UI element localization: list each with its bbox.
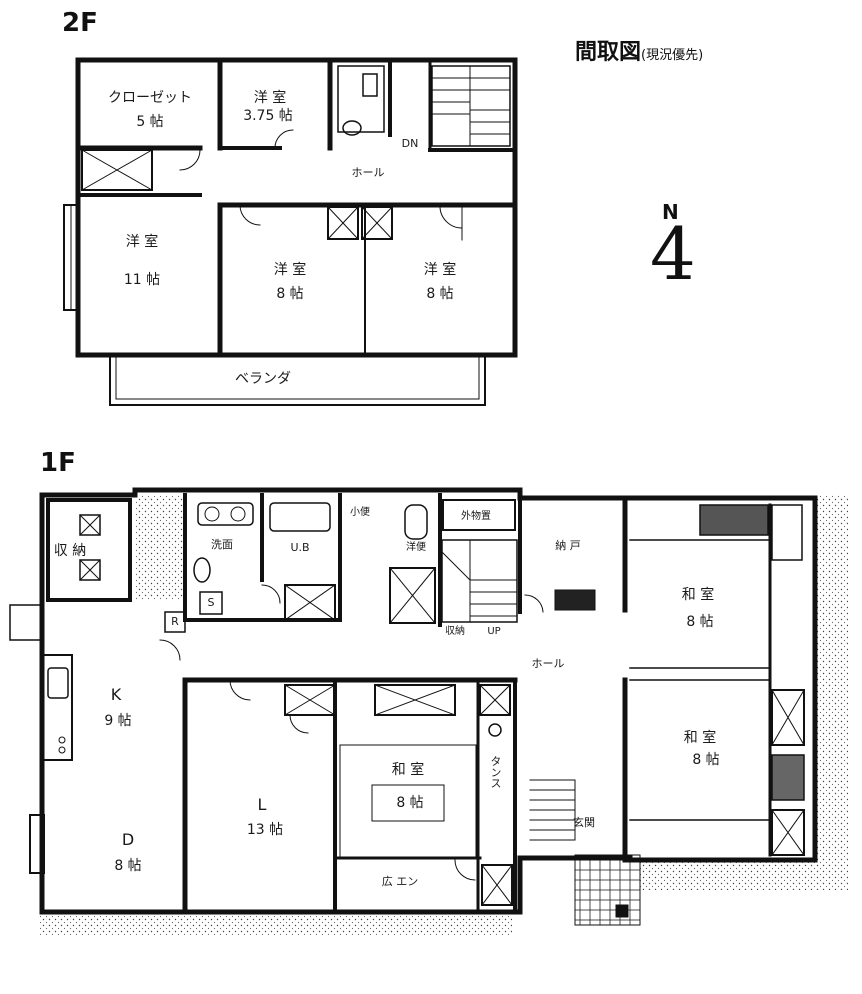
1f-stair (441, 539, 518, 623)
2f-veranda-label: ベランダ (235, 371, 291, 387)
1f-fridge-label: R (171, 615, 179, 628)
plan-title-text: 間取図 (575, 40, 642, 65)
1f-wide-veranda-label: 広 エン (381, 875, 419, 888)
1f-kitchen-name: K (110, 685, 122, 704)
1f-japanese-b-size: 8 帖 (686, 614, 714, 630)
1f-dining-name: D (121, 830, 135, 849)
second-floor-walls (63, 57, 518, 406)
1f-japanese-a-size: 8 帖 (396, 795, 424, 811)
1f-toilet-label: 洋便 (406, 542, 426, 553)
1f-nando-label: 納 戸 (555, 539, 581, 552)
1f-japanese-c-name: 和 室 (683, 730, 717, 746)
1f-japanese-c-size: 8 帖 (692, 752, 720, 768)
1f-entrance-label: 玄関 (573, 816, 595, 829)
1f-storage (46, 498, 132, 602)
2f-western-d-size: 8 帖 (426, 286, 454, 302)
2f-closet-box (81, 149, 153, 191)
plan-title-note: (現況優先) (641, 48, 704, 63)
1f-japanese-a-name: 和 室 (391, 762, 425, 778)
1f-storage-label: 収 納 (53, 543, 87, 559)
1f-urinal-label: 小便 (350, 507, 370, 518)
2f-western-c-name: 洋 室 (273, 262, 307, 278)
1f-stair-up: UP (487, 626, 501, 637)
1f-tansu-label: タンス (489, 755, 502, 789)
2f-stair (431, 65, 511, 147)
1f-unit-bath-label: U.B (290, 541, 310, 554)
plan-title: 間取図(現況優先) (575, 34, 703, 66)
north-arrow-icon: 4 (650, 212, 696, 296)
north-label: N (662, 200, 679, 224)
2f-closet-name: クローゼット (108, 90, 192, 106)
2f-hall-label: ホール (351, 166, 385, 179)
first-floor-walls (9, 487, 848, 935)
1f-japanese-b-name: 和 室 (681, 587, 715, 603)
1f-storage2-label: 収納 (445, 626, 465, 637)
2f-western-a-size: 3.75 帖 (243, 108, 293, 124)
1f-washer-label: S (207, 596, 215, 609)
floor-label-1f: 1F (40, 448, 76, 478)
2f-western-b-size: 11 帖 (123, 272, 161, 288)
2f-closet-size: 5 帖 (136, 114, 164, 130)
2f-western-d-name: 洋 室 (423, 262, 457, 278)
2f-western-a-name: 洋 室 (253, 90, 287, 106)
1f-living-name: L (257, 795, 267, 814)
1f-washroom-label: 洗面 (211, 538, 233, 551)
1f-dining-size: 8 帖 (114, 858, 142, 874)
1f-living-size: 13 帖 (246, 822, 284, 838)
1f-hall-label: ホール (531, 657, 565, 670)
1f-exterior-storage-label: 外物置 (461, 511, 491, 522)
2f-western-b-name: 洋 室 (125, 234, 159, 250)
2f-western-c-size: 8 帖 (276, 286, 304, 302)
2f-stair-dn: DN (401, 137, 419, 150)
floor-label-2f: 2F (62, 8, 98, 38)
1f-kitchen-size: 9 帖 (104, 713, 132, 729)
